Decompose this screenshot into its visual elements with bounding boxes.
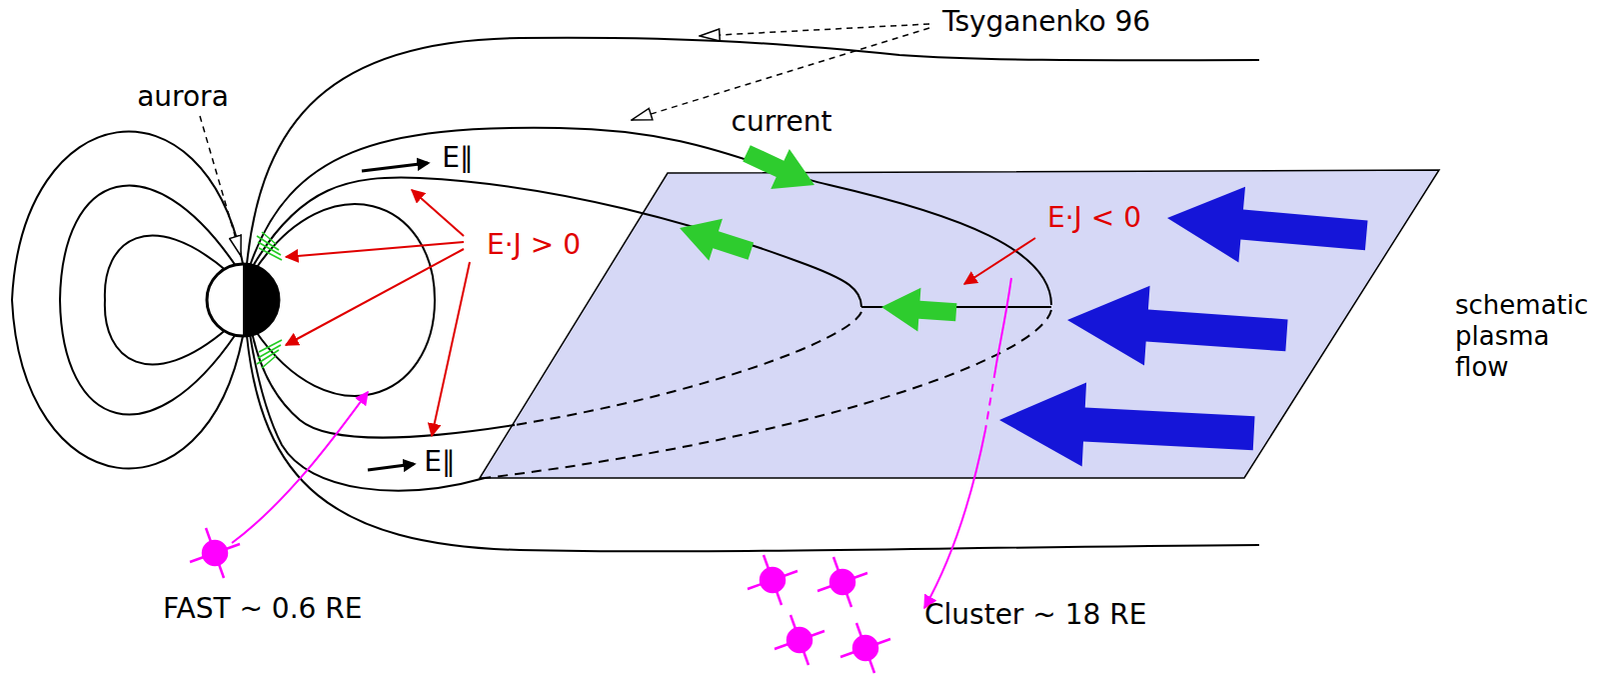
label: FAST ~ 0.6 RE xyxy=(162,591,362,626)
spacecraft-pointer xyxy=(231,391,368,543)
e-parallel-arrow xyxy=(361,162,428,171)
spacecraft-pointer xyxy=(924,429,986,608)
spacecraft-pointer-hidden xyxy=(985,369,996,430)
aurora-marks xyxy=(256,231,282,368)
cluster-satellite xyxy=(817,556,868,607)
current-arrow xyxy=(879,284,958,334)
spacecraft-pointers xyxy=(231,277,1012,608)
cluster-satellite xyxy=(774,614,825,665)
pointer-line xyxy=(199,115,241,256)
aurora-mark xyxy=(258,339,282,352)
pointer-line xyxy=(699,23,930,36)
field-line xyxy=(251,177,862,307)
label: E∥ xyxy=(423,444,456,479)
e-parallel-arrow xyxy=(367,463,414,470)
flow-arrow xyxy=(1064,279,1290,375)
current-arrow xyxy=(672,206,758,272)
current-arrow xyxy=(737,132,825,205)
callout-line xyxy=(411,189,464,236)
label: E∥ xyxy=(441,140,474,175)
plasma-flow-arrows xyxy=(997,179,1371,475)
field-line xyxy=(254,203,435,396)
label: current xyxy=(730,104,832,139)
field-line xyxy=(249,127,1052,305)
callout-lines xyxy=(285,189,1036,436)
flow-arrow xyxy=(997,377,1257,475)
field-line xyxy=(251,331,515,438)
label: E·J < 0 xyxy=(1047,200,1142,235)
aurora-mark xyxy=(258,247,282,260)
callout-line xyxy=(964,237,1036,284)
aurora-mark xyxy=(261,355,276,368)
cluster-satellite xyxy=(747,554,798,605)
label: Cluster ~ 18 RE xyxy=(924,597,1147,632)
pointer-lines xyxy=(199,23,930,256)
label: E·J > 0 xyxy=(486,227,581,262)
field-line-hidden xyxy=(484,309,1052,478)
label: Tsyganenko 96 xyxy=(942,4,1151,39)
field-line-hidden xyxy=(514,311,862,425)
earth xyxy=(206,263,279,336)
flow-arrow xyxy=(1164,179,1371,273)
callout-line xyxy=(431,261,470,436)
spacecraft-pointer xyxy=(995,277,1012,370)
field-line xyxy=(246,37,1260,264)
label: aurora xyxy=(136,79,229,114)
aurora-mark xyxy=(261,231,276,244)
earth-night-side xyxy=(242,263,279,336)
fast-satellite xyxy=(189,527,240,578)
label: schematic plasma flow xyxy=(1455,289,1596,384)
plasma-sheet xyxy=(479,169,1440,478)
callout-line xyxy=(285,248,464,345)
callout-line xyxy=(285,241,464,257)
cluster-satellite xyxy=(840,622,891,673)
current-arrows xyxy=(672,132,958,334)
field-lines xyxy=(11,37,1260,552)
